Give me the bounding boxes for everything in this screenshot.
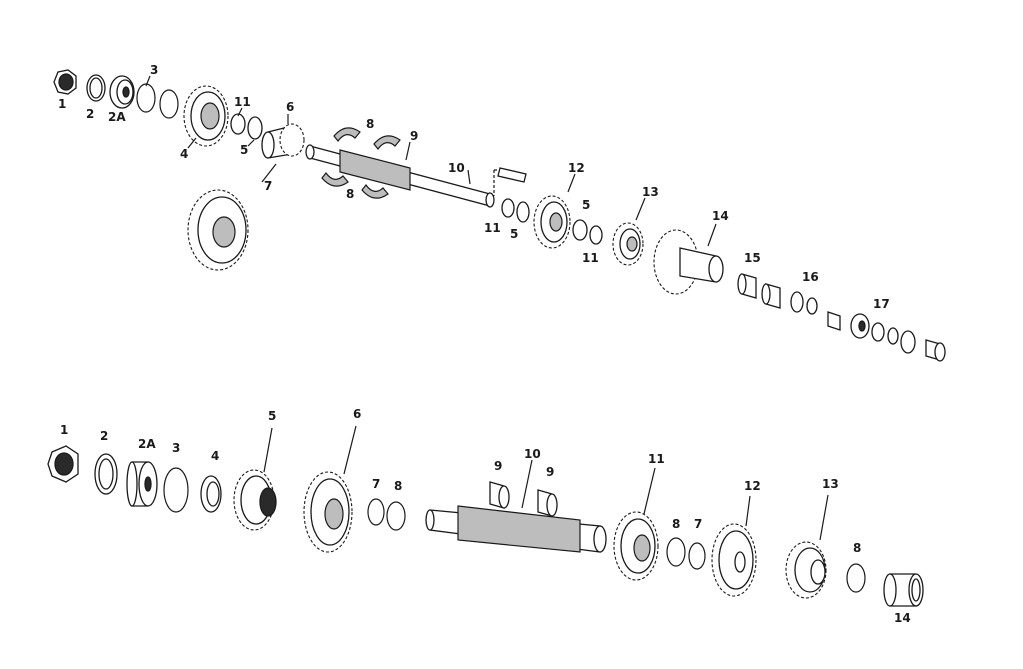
lower-callout: 2A [138,437,156,451]
upper-bearing-2a [109,75,135,109]
upper-nut [53,69,77,95]
upper-callout: 5 [240,143,248,157]
upper-gear-14 [653,229,724,295]
upper-callout: 11 [582,251,599,265]
lower-callout: 13 [822,477,839,491]
upper-gear-6 [261,123,305,159]
lower-callout: 8 [853,541,861,555]
lower-callout: 9 [546,465,554,479]
lower-leader-lines [263,425,829,541]
upper-main-shaft [305,144,495,208]
lower-bush-14 [883,573,924,607]
lower-callouts: 1 2 2A 3 4 5 6 7 8 9 10 9 11 8 7 12 13 8… [60,407,911,625]
lower-callout: 8 [672,517,680,531]
upper-gear-7 [187,189,249,271]
lower-shaft-assembly [47,445,924,607]
upper-callout: 15 [744,251,761,265]
upper-callout: 7 [264,179,272,193]
upper-gear-13 [612,222,644,266]
upper-callout: 9 [410,129,418,143]
lower-callout: 1 [60,423,68,437]
upper-shaft-assembly [53,69,946,362]
lower-callout: 12 [744,479,761,493]
upper-circlip-3 [136,83,156,113]
lower-callout: 11 [648,452,665,466]
upper-callout: 6 [286,100,294,114]
upper-callout: 8 [366,117,374,131]
lower-circlip-3 [163,467,189,513]
upper-callout: 11 [234,95,251,109]
lower-callout: 3 [172,441,180,455]
lower-callout: 14 [894,611,911,625]
lower-callout: 10 [524,447,541,461]
upper-callout: 2 [86,107,94,121]
upper-callout: 10 [448,161,465,175]
upper-callout: 12 [568,161,585,175]
upper-callout: 1 [58,97,66,111]
upper-callout: 8 [346,187,354,201]
lower-gear-6 [303,471,353,553]
upper-callout: 17 [873,297,890,311]
lower-callout: 6 [353,407,361,421]
lower-gear-5 [233,469,277,531]
lower-callout: 7 [372,477,380,491]
lower-bearing-2a [126,461,158,507]
upper-callout: 3 [150,63,158,77]
upper-callouts: 1 2 2A 3 4 11 5 6 7 8 9 10 8 11 5 12 5 1… [58,63,890,311]
upper-gear-12 [533,195,571,249]
upper-callout: 14 [712,209,729,223]
lower-callout: 2 [100,429,108,443]
lower-nut [47,445,79,483]
upper-pin [497,167,527,183]
upper-leader-lines [145,75,717,247]
lower-gear-12 [711,523,757,597]
lower-callout: 5 [268,409,276,423]
lower-callout: 4 [211,449,219,463]
lower-callout: 7 [694,517,702,531]
upper-callout: 2A [108,110,126,124]
upper-callout: 4 [180,147,188,161]
upper-callout: 16 [802,270,819,284]
upper-callout: 5 [510,227,518,241]
upper-callout: 5 [582,198,590,212]
lower-main-shaft [425,505,607,553]
upper-callout: 13 [642,185,659,199]
lower-gear-11 [613,511,659,581]
lower-gear-13 [785,541,827,599]
lower-callout: 9 [494,459,502,473]
upper-gear-4 [183,85,229,147]
lower-callout: 8 [394,479,402,493]
upper-callout: 11 [484,221,501,235]
